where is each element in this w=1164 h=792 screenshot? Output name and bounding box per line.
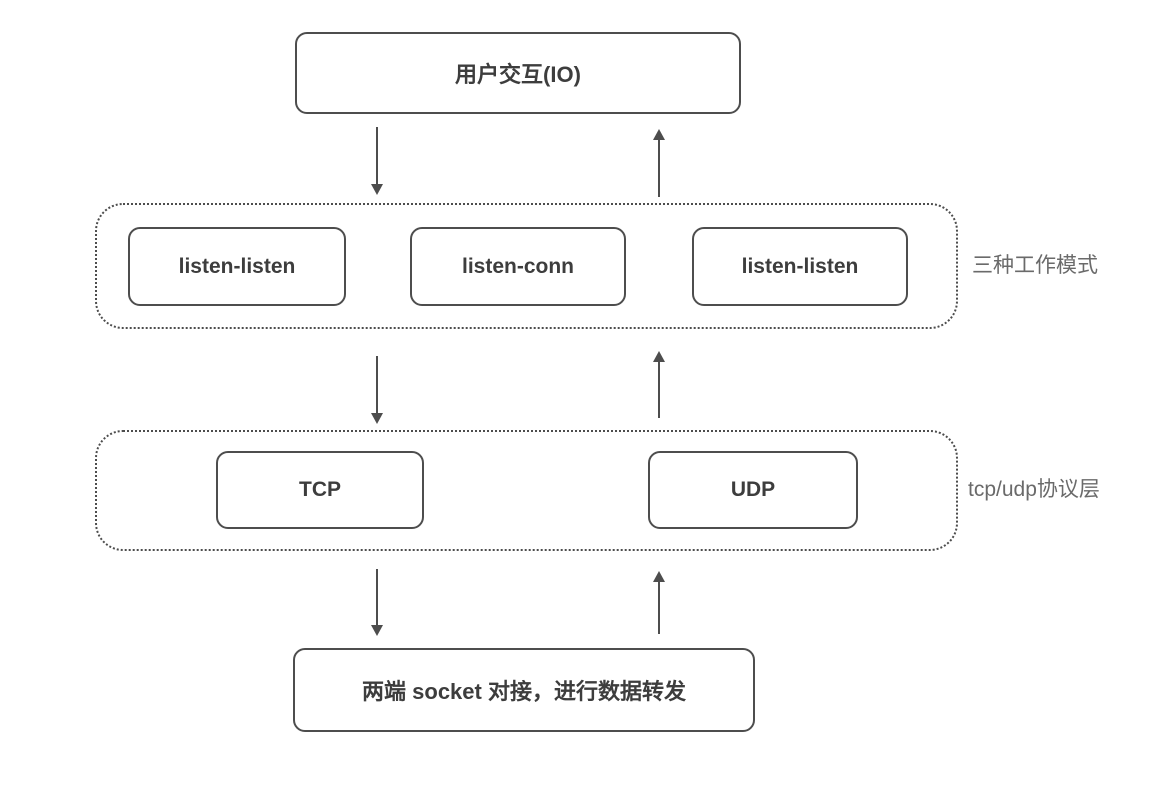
protocol-group-caption: tcp/udp协议层	[968, 478, 1100, 501]
node-socket-forward: 两端 socket 对接，进行数据转发	[293, 648, 755, 732]
arrow-up-icon	[658, 140, 660, 197]
node-listen-listen-2-label: listen-listen	[741, 254, 859, 278]
arrow-up-icon	[658, 582, 660, 634]
node-listen-listen-1-label: listen-listen	[178, 254, 296, 278]
arrow-down-icon	[376, 569, 378, 625]
modes-group-caption: 三种工作模式	[972, 254, 1098, 277]
node-tcp: TCP	[216, 451, 424, 529]
node-user-io: 用户交互(IO)	[295, 32, 741, 114]
node-listen-listen-1: listen-listen	[128, 227, 346, 306]
arrow-up-icon	[658, 362, 660, 418]
arrow-down-icon	[376, 127, 378, 184]
node-udp-label: UDP	[730, 478, 776, 501]
node-listen-listen-2: listen-listen	[692, 227, 908, 306]
node-tcp-label: TCP	[299, 478, 341, 501]
node-listen-conn-label: listen-conn	[461, 254, 574, 278]
node-udp: UDP	[648, 451, 858, 529]
node-listen-conn: listen-conn	[410, 227, 626, 306]
node-socket-forward-label: 两端 socket 对接，进行数据转发	[362, 679, 686, 704]
arrow-down-icon	[376, 356, 378, 413]
node-user-io-label: 用户交互(IO)	[455, 62, 581, 87]
